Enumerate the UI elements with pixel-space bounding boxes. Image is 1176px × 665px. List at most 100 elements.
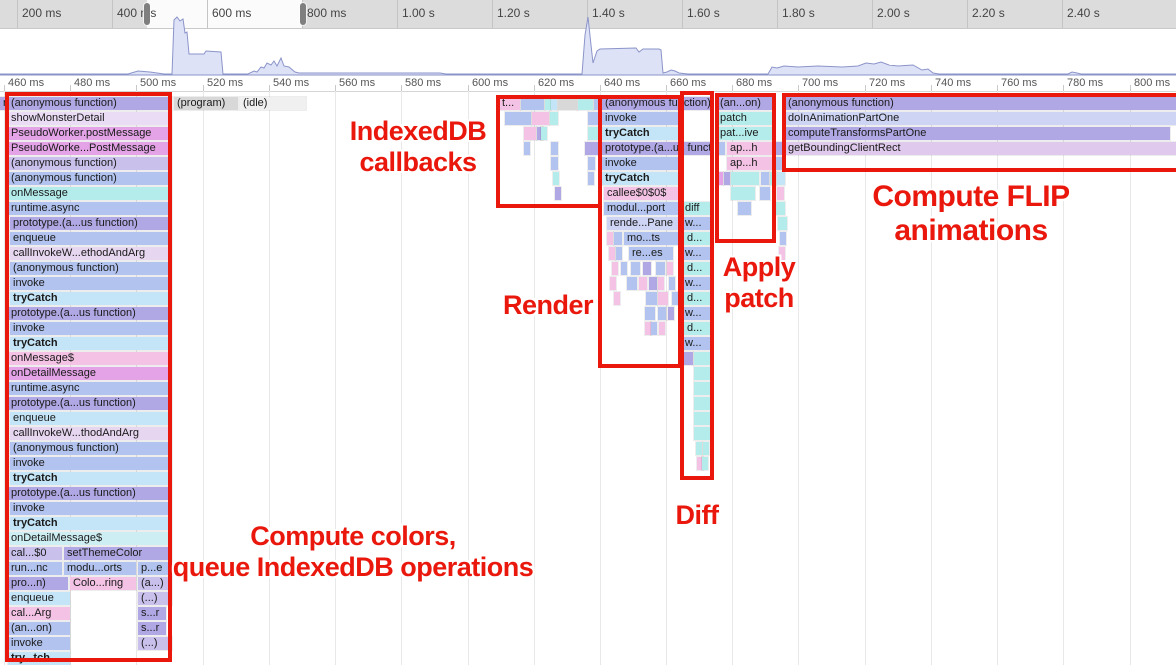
flame-bar[interactable]: w... [681, 306, 713, 321]
flame-bar[interactable]: (an...on) [7, 621, 71, 636]
flame-bar[interactable] [693, 426, 713, 441]
flame-bar[interactable] [671, 291, 679, 306]
flame-bar[interactable] [657, 306, 667, 321]
flame-bar[interactable] [611, 261, 619, 276]
flame-bar[interactable]: diff [681, 201, 713, 216]
flame-bar[interactable]: (program) [173, 96, 239, 111]
flame-bar[interactable]: patch [716, 111, 776, 126]
flame-bar[interactable] [648, 276, 658, 291]
flame-bar[interactable] [557, 96, 578, 111]
flame-bar[interactable]: prototype.(a...us function) [601, 141, 713, 156]
selection-handle-right[interactable] [300, 3, 306, 25]
flame-bar[interactable]: (...) [137, 591, 173, 606]
flame-bar[interactable]: (anonymous function) [7, 96, 173, 111]
flame-bar[interactable] [775, 156, 786, 171]
flame-bar[interactable] [606, 231, 614, 246]
flame-bar[interactable] [523, 141, 531, 156]
flame-bar[interactable] [775, 201, 786, 216]
flame-bar[interactable]: s...r [137, 606, 167, 621]
flame-bar[interactable]: tryCatch [601, 126, 681, 141]
flame-bar[interactable]: onDetailMessage [7, 366, 173, 381]
flame-bar[interactable] [552, 171, 560, 186]
flame-bar[interactable] [638, 276, 648, 291]
flame-bar[interactable] [613, 231, 623, 246]
selection-handle-left[interactable] [144, 3, 150, 25]
flame-bar[interactable] [615, 246, 623, 261]
flame-bar[interactable]: setThemeColor [63, 546, 173, 561]
flame-bar[interactable]: callee$0$0$ [603, 186, 681, 201]
flame-bar[interactable]: onMessage [7, 186, 173, 201]
flame-bar[interactable] [777, 216, 788, 231]
flame-bar[interactable]: s...r [137, 621, 167, 636]
flame-bar[interactable]: try...tch [7, 651, 71, 665]
flame-bar[interactable]: mo...ts [623, 231, 679, 246]
flame-bar[interactable]: (anonymous function) [601, 96, 713, 111]
flame-bar[interactable] [701, 456, 709, 471]
flame-bar[interactable] [520, 96, 545, 111]
flame-bar[interactable] [769, 171, 777, 186]
flame-bar[interactable] [642, 261, 652, 276]
flame-bar[interactable]: onDetailMessage$ [7, 531, 173, 546]
flame-bar[interactable]: invoke [9, 321, 173, 336]
flame-bar[interactable]: pro...n) [7, 576, 69, 591]
flame-bar[interactable] [655, 261, 666, 276]
flame-bar[interactable] [531, 111, 550, 126]
flame-bar[interactable] [779, 231, 787, 246]
flame-bar[interactable] [693, 381, 713, 396]
flame-bar[interactable] [667, 306, 675, 321]
flame-bar[interactable] [693, 351, 713, 366]
flame-bar[interactable]: invoke [601, 156, 681, 171]
flame-bar[interactable]: w... [681, 336, 713, 351]
flame-bar[interactable]: runtime.async [7, 201, 173, 216]
flame-bar[interactable]: enqueue [9, 411, 173, 426]
flame-bar[interactable]: callInvokeW...ethodAndArg [9, 246, 173, 261]
flame-bar[interactable] [775, 141, 786, 156]
flame-chart[interactable]: n)(anonymous function)showMonsterDetailP… [0, 91, 1176, 665]
flame-bar[interactable]: onMessage$ [7, 351, 173, 366]
flame-bar[interactable] [666, 261, 674, 276]
flame-bar[interactable] [693, 411, 713, 426]
flame-bar[interactable]: prototype.(a...us function) [7, 396, 173, 411]
flame-bar[interactable] [613, 291, 621, 306]
flame-bar[interactable]: w... [681, 216, 713, 231]
flame-bar[interactable] [550, 96, 558, 111]
flame-bar[interactable]: invoke [9, 276, 173, 291]
flame-bar[interactable]: (anonymous function) [9, 441, 173, 456]
flame-bar[interactable]: callInvokeW...thodAndArg [9, 426, 173, 441]
flame-bar[interactable]: tryCatch [9, 291, 173, 306]
flame-bar[interactable] [550, 141, 559, 156]
flame-bar[interactable] [540, 126, 548, 141]
flame-bar[interactable] [608, 246, 616, 261]
flame-bar[interactable]: d... [683, 291, 713, 306]
flame-bar[interactable] [776, 186, 785, 201]
flame-bar[interactable] [730, 171, 760, 186]
flame-bar[interactable] [695, 441, 703, 456]
flame-bar[interactable]: pat...ive [716, 126, 776, 141]
flame-bar[interactable]: invoke [9, 456, 173, 471]
flame-bar[interactable]: d... [683, 321, 713, 336]
flame-bar[interactable]: getBoundingClientRect [784, 141, 1176, 156]
flame-bar[interactable]: modul...port [603, 201, 679, 216]
flame-bar[interactable] [718, 141, 726, 156]
flame-bar[interactable] [658, 321, 666, 336]
flame-bar[interactable] [587, 111, 600, 126]
flame-bar[interactable] [584, 141, 600, 156]
flame-bar[interactable]: enqueue [9, 231, 173, 246]
flame-bar[interactable]: tryCatch [9, 471, 173, 486]
flame-bar[interactable] [650, 321, 658, 336]
flame-bar[interactable] [620, 261, 628, 276]
flame-bar[interactable]: modu...orts [63, 561, 137, 576]
flame-bar[interactable]: (a...) [137, 576, 173, 591]
flame-bar[interactable]: (idle) [239, 96, 307, 111]
flame-bar[interactable] [737, 201, 752, 216]
flame-bar[interactable]: re...es [628, 246, 674, 261]
flame-bar[interactable] [536, 126, 544, 141]
flame-bar[interactable]: ap...h [726, 156, 773, 171]
flame-bar[interactable]: (anonymous function) [9, 261, 173, 276]
flame-bar[interactable] [693, 396, 713, 411]
flame-bar[interactable] [657, 291, 669, 306]
flame-bar[interactable]: (...) [137, 636, 173, 651]
flame-bar[interactable]: showMonsterDetail [7, 111, 173, 126]
flame-bar[interactable]: tryCatch [9, 516, 173, 531]
flame-bar[interactable]: w... [681, 276, 713, 291]
